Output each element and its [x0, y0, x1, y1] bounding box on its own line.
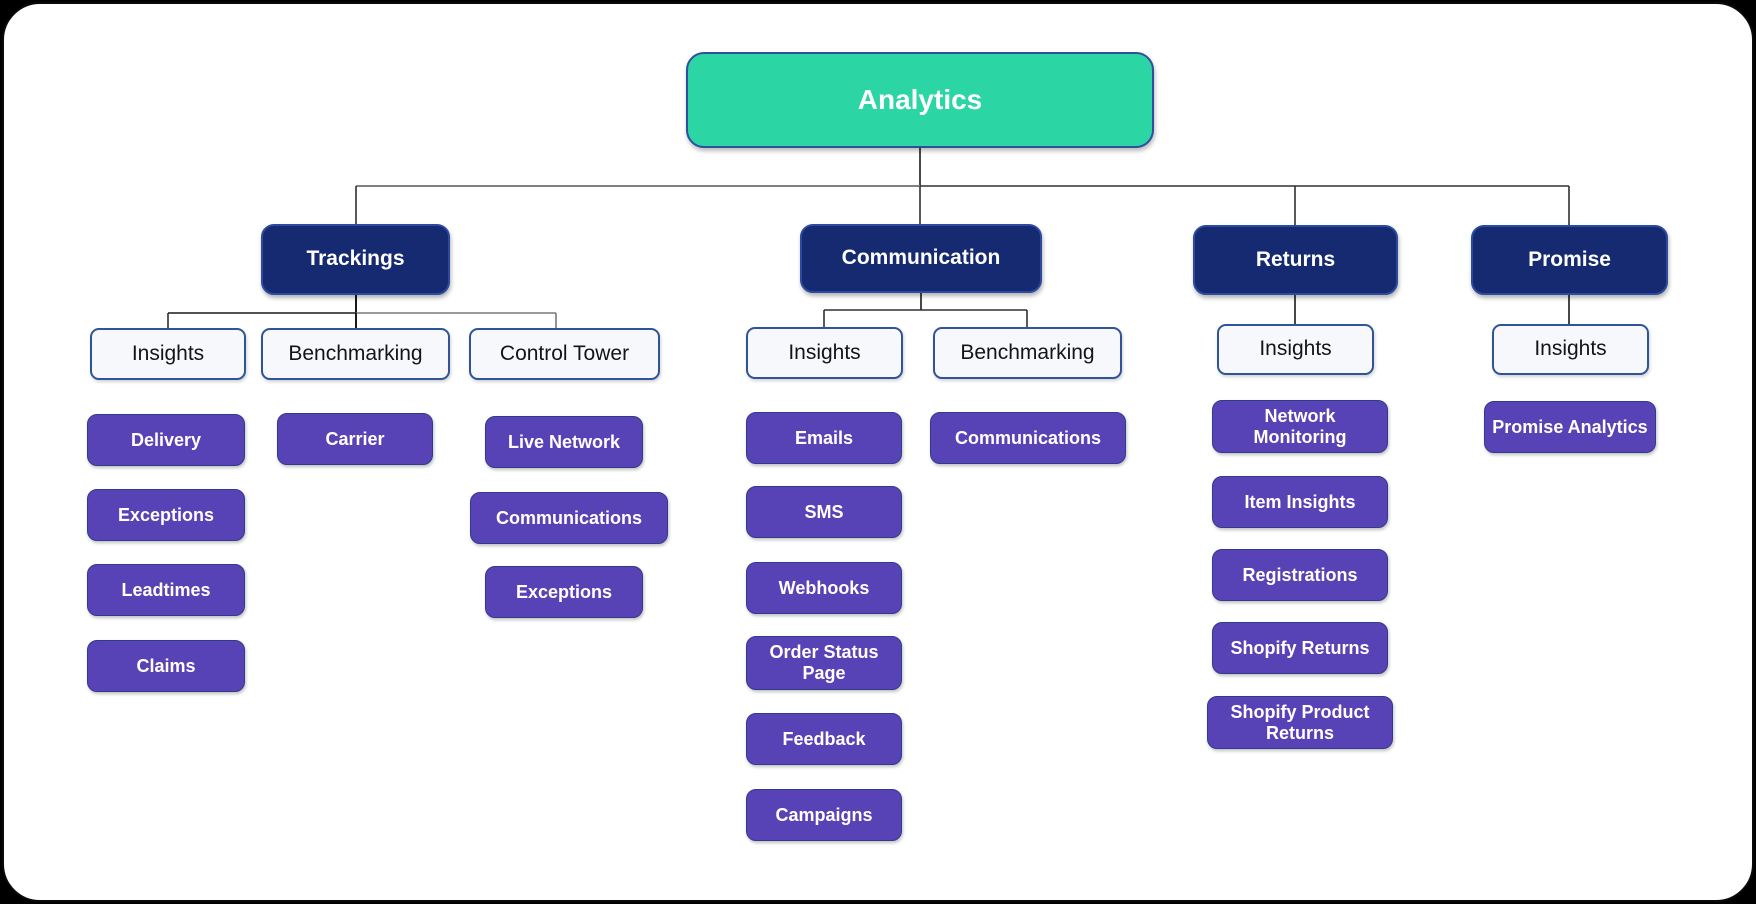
node-promise-insights: Insights [1492, 324, 1649, 375]
node-communication-insights: Insights [746, 327, 903, 379]
node-sms: SMS [746, 486, 902, 538]
node-network-monitoring: Network Monitoring [1212, 400, 1388, 453]
node-registrations: Registrations [1212, 549, 1388, 601]
node-communications: Communications [470, 492, 668, 544]
node-analytics: Analytics [686, 52, 1154, 148]
node-promise: Promise [1471, 225, 1668, 295]
node-trackings-insights: Insights [90, 328, 246, 380]
node-trackings-benchmarking: Benchmarking [261, 328, 450, 380]
node-emails: Emails [746, 412, 902, 464]
node-campaigns: Campaigns [746, 789, 902, 841]
node-shopify-returns: Shopify Returns [1212, 622, 1388, 674]
node-communication-benchmarking: Benchmarking [933, 327, 1122, 379]
node-ct-exceptions: Exceptions [485, 566, 643, 618]
node-leadtimes: Leadtimes [87, 564, 245, 616]
node-trackings-control-tower: Control Tower [469, 328, 660, 380]
node-live-network: Live Network [485, 416, 643, 468]
node-carrier: Carrier [277, 413, 433, 465]
node-feedback: Feedback [746, 713, 902, 765]
node-exceptions: Exceptions [87, 489, 245, 541]
node-item-insights: Item Insights [1212, 476, 1388, 528]
node-communication: Communication [800, 224, 1042, 293]
node-trackings: Trackings [261, 224, 450, 295]
node-returns-insights: Insights [1217, 324, 1374, 375]
node-promise-analytics: Promise Analytics [1484, 401, 1656, 453]
node-bench-communications: Communications [930, 412, 1126, 464]
node-delivery: Delivery [87, 414, 245, 466]
node-shopify-product-returns: Shopify Product Returns [1207, 696, 1393, 749]
node-claims: Claims [87, 640, 245, 692]
node-order-status-page: Order Status Page [746, 636, 902, 690]
node-webhooks: Webhooks [746, 562, 902, 614]
node-returns: Returns [1193, 225, 1398, 295]
